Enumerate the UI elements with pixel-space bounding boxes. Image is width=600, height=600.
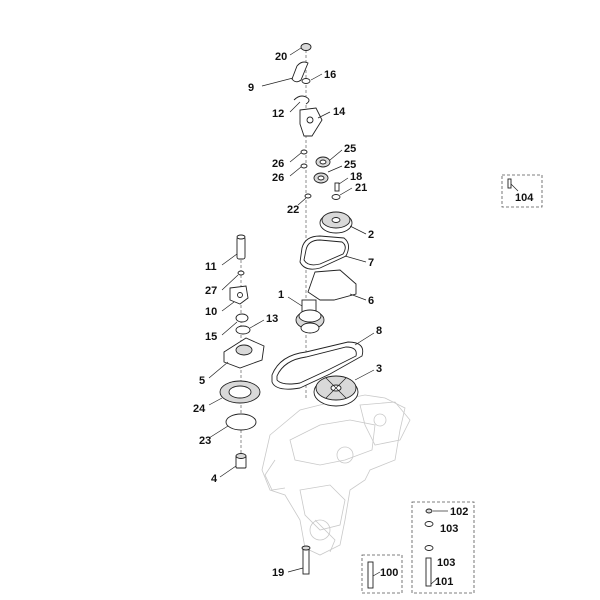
- part-25-bearing-lower: [313, 165, 343, 184]
- part-27-washer: [221, 270, 245, 291]
- callout-4: 4: [211, 473, 218, 485]
- transmission-housing: [261, 394, 411, 556]
- part-26-washer-lower: [289, 163, 308, 177]
- callout-1: 1: [278, 289, 284, 301]
- callout-101: 101: [435, 576, 453, 588]
- part-9-lever: [261, 61, 309, 87]
- inset-fastener-set: [411, 501, 475, 594]
- callout-13: 13: [266, 313, 278, 325]
- callout-100: 100: [380, 567, 398, 579]
- part-13-ring: [235, 319, 265, 335]
- callout-6: 6: [368, 295, 374, 307]
- part-24-seal: [208, 380, 261, 406]
- callout-10: 10: [205, 306, 217, 318]
- part-1-spindle-pulley: [287, 296, 325, 334]
- part-12-spring: [289, 95, 310, 113]
- part-21-washer: [331, 187, 353, 200]
- callout-103-lower: 103: [437, 557, 455, 569]
- part-14-bracket: [299, 107, 331, 137]
- part-15-ring: [221, 313, 249, 336]
- part-26-washer-upper: [289, 149, 308, 163]
- callout-24: 24: [193, 403, 206, 415]
- callout-8: 8: [376, 325, 382, 337]
- callout-12: 12: [272, 108, 284, 120]
- callout-18: 18: [350, 171, 362, 183]
- callout-5: 5: [199, 375, 205, 387]
- callout-25-upper: 25: [344, 143, 356, 155]
- part-23-circlip: [208, 413, 257, 439]
- callout-14: 14: [333, 106, 346, 118]
- part-20-nut: [289, 43, 312, 56]
- part-18-pin: [334, 177, 349, 192]
- part-10-bracket: [221, 285, 249, 312]
- callout-27: 27: [205, 285, 217, 297]
- part-8-belt: [271, 332, 375, 390]
- part-19-bolt: [287, 545, 311, 575]
- part-4-bushing: [219, 453, 247, 478]
- callout-15: 15: [205, 331, 217, 343]
- callout-7: 7: [368, 257, 374, 269]
- callout-11: 11: [205, 261, 217, 273]
- callout-22: 22: [287, 204, 299, 216]
- part-16-ring: [301, 73, 323, 84]
- part-7-belt: [299, 235, 367, 270]
- callout-102: 102: [450, 506, 468, 518]
- part-5-housing: [208, 337, 265, 379]
- part-2-pulley-upper: [319, 211, 367, 235]
- callout-3: 3: [376, 363, 382, 375]
- part-22-ring: [297, 193, 312, 206]
- callout-19: 19: [272, 567, 284, 579]
- callout-103-upper: 103: [440, 523, 458, 535]
- callout-26-lower: 26: [272, 172, 284, 184]
- part-25-bearing-upper: [315, 149, 343, 168]
- callout-25-lower: 25: [344, 159, 356, 171]
- part-11-shaft: [221, 234, 246, 266]
- inset-104: [501, 174, 543, 208]
- callout-26-upper: 26: [272, 158, 284, 170]
- callout-9: 9: [248, 82, 254, 94]
- part-3-pulley-lower: [313, 369, 375, 407]
- part-6-belt-guide: [307, 269, 367, 301]
- callout-2: 2: [368, 229, 374, 241]
- callout-104: 104: [515, 192, 534, 204]
- inset-100: [361, 554, 403, 594]
- callout-20: 20: [275, 51, 287, 63]
- callout-23: 23: [199, 435, 211, 447]
- callout-21: 21: [355, 182, 367, 194]
- callout-16: 16: [324, 69, 336, 81]
